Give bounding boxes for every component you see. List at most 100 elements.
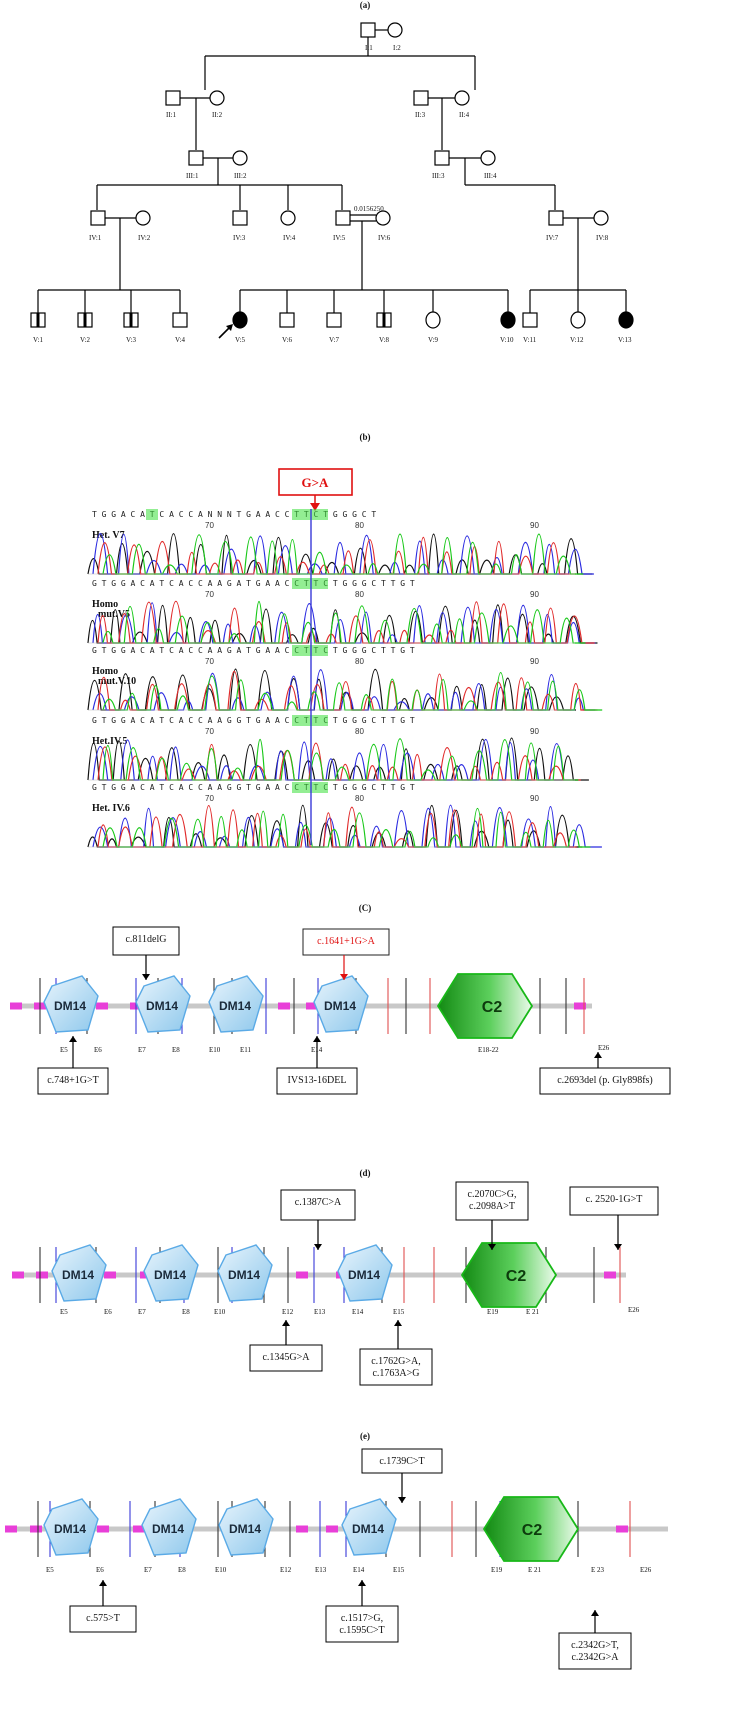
id-label: IV:5 [333,234,346,242]
exon-label: E10 [209,1046,221,1054]
sequence-text: G T G G A C A T C A C C A A G A T G A A … [92,646,415,655]
pink-marker [96,1002,108,1010]
male-I1 [360,22,376,38]
dm14-label: DM14 [348,1268,380,1282]
female-III4 [480,150,496,166]
mutation-text: c.811delG [125,934,166,945]
trace-peaks [87,533,593,575]
mutation-box [455,1181,529,1221]
id-label: V:6 [282,336,292,344]
dm14-domain: DM14 [337,1244,393,1302]
exon-label: E5 [60,1308,68,1316]
sequence-text: G T G G A C A T C A C C A A G G T G A A … [92,716,415,725]
arrowhead [340,974,348,980]
pink-marker [296,1525,308,1533]
affected-female-V5 [232,311,248,329]
dm14-label: DM14 [154,1268,186,1282]
female-V9 [425,311,441,329]
exon-label: E8 [178,1566,186,1574]
dm14-domain: DM14 [313,975,369,1033]
trace-label-2: mut.V.10 [98,676,136,687]
female-III2 [232,150,248,166]
mutation-text: c.2342G>T, [571,1640,619,1651]
position-label: 80 [355,657,364,666]
female-I2 [387,22,403,38]
exon-label: E15 [393,1566,405,1574]
dm14-label: DM14 [219,999,251,1013]
id-label: IV:4 [283,234,296,242]
pink-marker [12,1271,24,1279]
pink-marker [97,1525,109,1533]
dm14-domain: DM14 [218,1498,274,1556]
female-V12 [570,311,586,329]
position-label: 90 [530,794,539,803]
mutation-callout: c.2342G>T,c.2342G>A [558,1610,632,1670]
pink-marker [616,1525,628,1533]
trace-label: Het.IV.5 [92,736,127,747]
mutation-callout: c.1387C>A [280,1189,356,1250]
mutation-text: IVS13-16DEL [288,1075,347,1086]
dm14-domain: DM14 [43,1498,99,1556]
arrowhead [398,1497,406,1503]
exon-label: E7 [144,1566,152,1574]
male-V7 [326,312,342,328]
dm14-domain: DM14 [217,1244,273,1302]
id-label: III:1 [186,172,199,180]
mutation-text: c.748+1G>T [47,1075,99,1086]
dm14-label: DM14 [62,1268,94,1282]
male-V6 [279,312,295,328]
id-label: V:1 [33,336,43,344]
mutation-callout: c.2693del (p. Gly898fs) [539,1052,671,1095]
pedigree-symbols [30,22,634,329]
trace-peaks [102,533,584,575]
position-label: 70 [205,657,214,666]
dm14-shape [43,975,99,1033]
exon-label: E14 [352,1308,364,1316]
mutation-box [302,928,390,956]
dm14-label: DM14 [146,999,178,1013]
mutation-box [569,1186,659,1216]
panel-label-e: (e) [360,1431,370,1441]
id-label: V:3 [126,336,136,344]
trace-3: G T G G A C A T C A C C A A G A T G A A … [87,645,603,711]
arrowhead [488,1244,496,1250]
chromatogram-panel: (b) G>A T G G A C A T C A C C A N N N T … [87,432,603,848]
exon-label: E6 [104,1308,112,1316]
male-IV3 [232,210,248,226]
mutation-box [361,1448,443,1474]
mutation-text: c.1517>G, [341,1613,383,1624]
id-label: V:5 [235,336,245,344]
trace-peaks [97,805,577,848]
male-IV7 [548,210,564,226]
exon-label: E18-22 [478,1046,499,1054]
dm14-shape [313,975,369,1033]
mutation-box [280,1189,356,1221]
dm14-shape [135,975,191,1033]
pink-marker [604,1271,616,1279]
exon-label: E15 [393,1308,405,1316]
dm14-shape [51,1244,107,1302]
c2-shape [436,973,534,1039]
exon-label: E14 [353,1566,365,1574]
id-label: IV:1 [89,234,102,242]
c2-label: C2 [482,999,503,1016]
mutation-text: c.2342G>A [571,1652,619,1663]
arrowhead [69,1036,77,1042]
id-label: V:2 [80,336,90,344]
panel-label-b: (b) [360,432,371,442]
c2-domain: C2 [482,1496,580,1562]
dm14-domain: DM14 [135,975,191,1033]
arrowhead [282,1320,290,1326]
base-highlight [292,578,328,589]
carrier-marks [36,313,386,327]
exon-label: E10 [214,1308,226,1316]
female-IV2 [135,210,151,226]
pink-marker [10,1002,22,1010]
id-label: V:8 [379,336,389,344]
exon-label: E8 [182,1308,190,1316]
id-label: V:9 [428,336,438,344]
mutation-text: c.1762G>A, [371,1356,421,1367]
c2-shape [460,1242,558,1308]
